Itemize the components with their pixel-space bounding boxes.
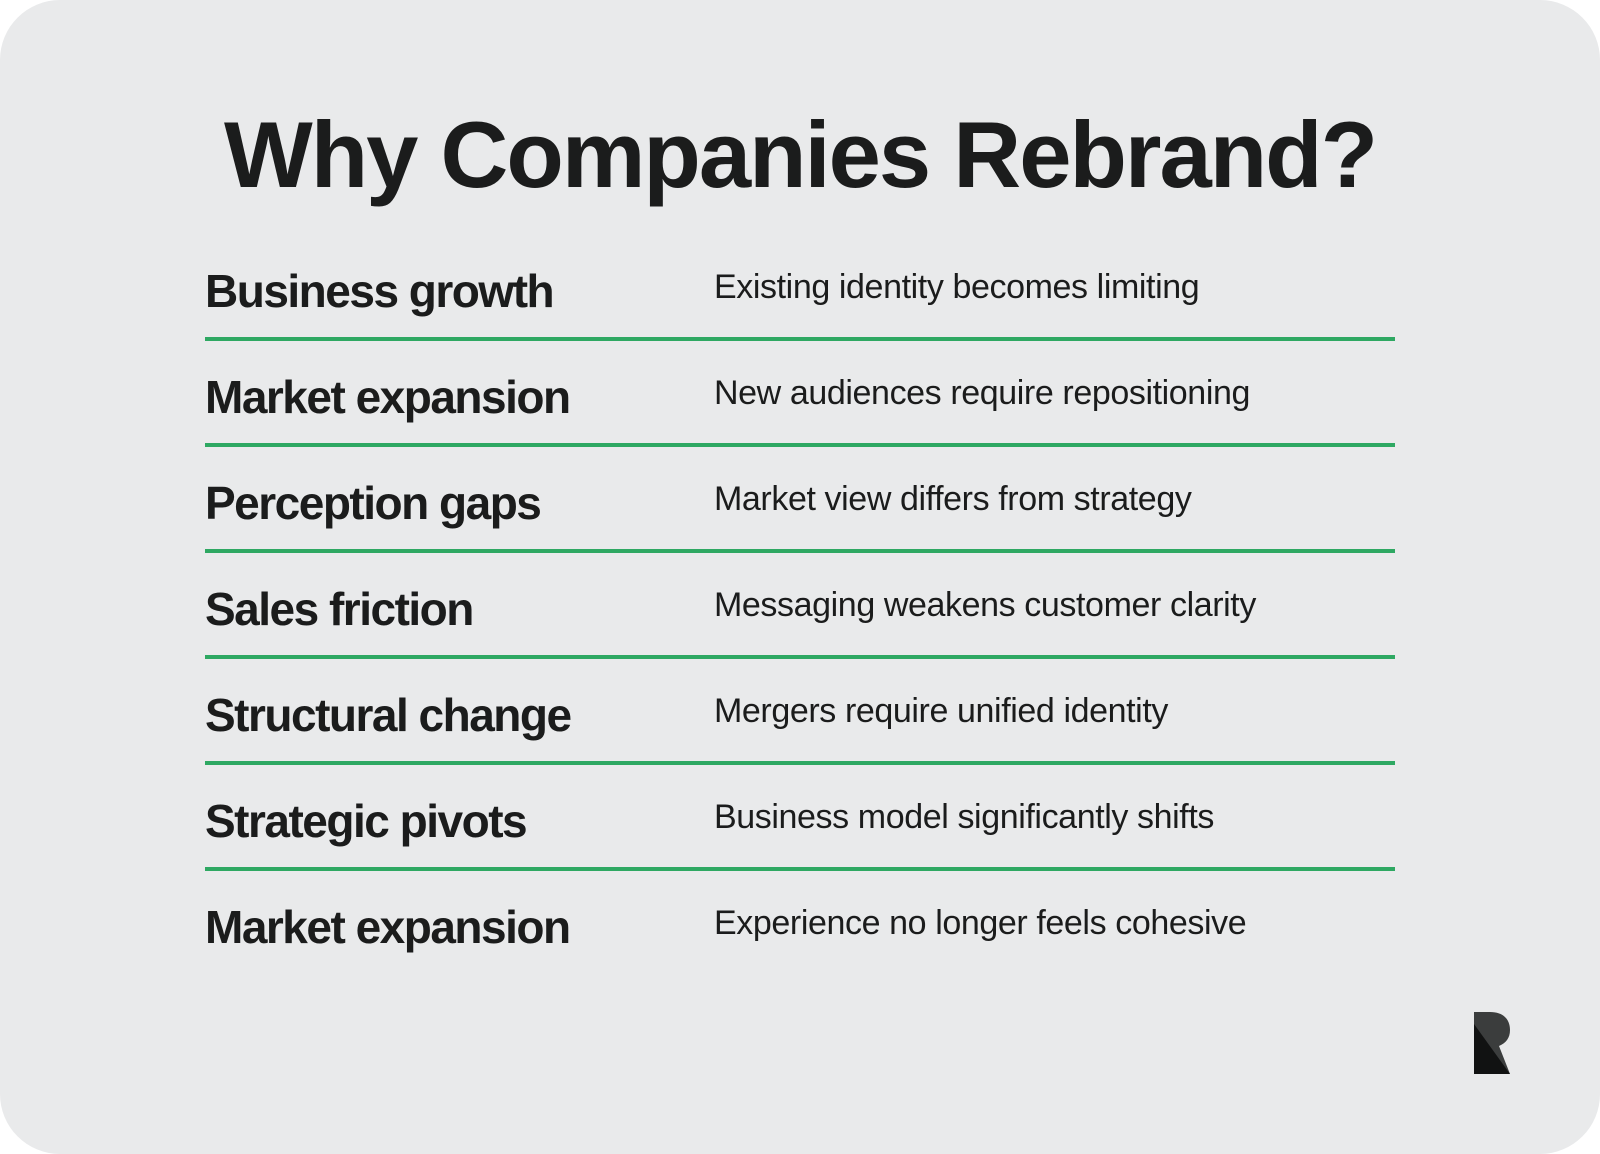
- reason-detail: Market view differs from strategy: [714, 480, 1192, 518]
- reason-detail: Existing identity becomes limiting: [714, 268, 1200, 306]
- table-row: Market expansion New audiences require r…: [205, 341, 1395, 447]
- reason-label: Strategic pivots: [205, 795, 528, 847]
- reason-detail: Messaging weakens customer clarity: [714, 586, 1256, 624]
- reason-detail: Experience no longer feels cohesive: [714, 904, 1247, 942]
- reason-label: Market expansion: [205, 371, 571, 423]
- reason-detail: Mergers require unified identity: [714, 692, 1168, 730]
- reasons-table: Business growth Existing identity become…: [205, 235, 1395, 977]
- logo-stem: [1474, 1012, 1510, 1074]
- table-row: Structural change Mergers require unifie…: [205, 659, 1395, 765]
- reason-label: Sales friction: [205, 583, 474, 635]
- table-row: Market expansion Experience no longer fe…: [205, 871, 1395, 977]
- reason-label: Perception gaps: [205, 477, 542, 529]
- reason-label: Structural change: [205, 689, 572, 741]
- reason-detail: New audiences require repositioning: [714, 374, 1250, 412]
- r-logo-icon: [1474, 1012, 1510, 1074]
- reason-label: Business growth: [205, 265, 555, 317]
- table-row: Strategic pivots Business model signific…: [205, 765, 1395, 871]
- table-row: Business growth Existing identity become…: [205, 235, 1395, 341]
- table-row: Sales friction Messaging weakens custome…: [205, 553, 1395, 659]
- reason-detail: Business model significantly shifts: [714, 798, 1215, 836]
- table-row: Perception gaps Market view differs from…: [205, 447, 1395, 553]
- logo-leg: [1474, 1024, 1510, 1074]
- page-title: Why Companies Rebrand?: [223, 102, 1378, 207]
- reason-label: Market expansion: [205, 901, 571, 953]
